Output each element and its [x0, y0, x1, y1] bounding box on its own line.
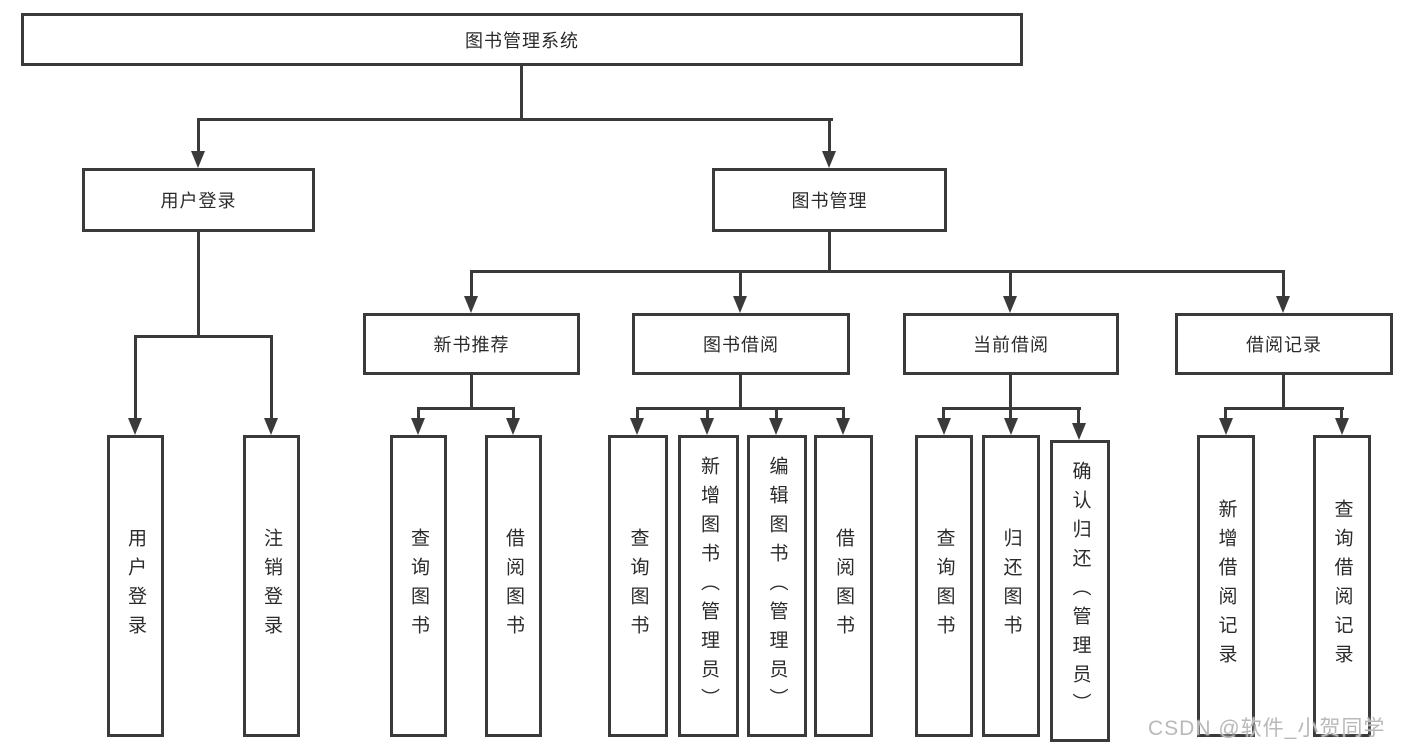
- leaf-user-login: 用户登录: [107, 435, 164, 737]
- connector-line: [270, 335, 273, 421]
- arrow-down-icon: [836, 418, 850, 435]
- arrow-down-icon: [411, 418, 425, 435]
- leaf-query-books-borrowing: 查询图书: [608, 435, 668, 737]
- leaf-label: 新增借阅记录: [1215, 499, 1237, 673]
- connector-line: [739, 270, 742, 299]
- leaf-label: 新增图书（管理员）: [698, 455, 719, 717]
- connector-line: [942, 407, 945, 421]
- leaf-label: 查询图书: [627, 528, 649, 644]
- connector-line: [636, 407, 639, 421]
- connector-line: [197, 118, 200, 158]
- arrow-down-icon: [1335, 418, 1349, 435]
- leaf-query-borrow-record: 查询借阅记录: [1313, 435, 1371, 737]
- connector-line: [706, 407, 709, 421]
- connector-line: [134, 335, 273, 338]
- node-new-book-recommend: 新书推荐: [363, 313, 580, 375]
- connector-line: [1282, 375, 1285, 407]
- leaf-add-books-admin: 新增图书（管理员）: [678, 435, 739, 737]
- connector-line: [417, 407, 515, 410]
- leaf-query-books-current: 查询图书: [915, 435, 973, 737]
- connector-line: [417, 407, 420, 421]
- connector-line: [1009, 407, 1012, 421]
- arrow-down-icon: [700, 418, 714, 435]
- leaf-label: 查询图书: [408, 528, 429, 644]
- leaf-confirm-return-admin: 确认归还（管理员）: [1050, 440, 1110, 742]
- node-user-login: 用户登录: [82, 168, 315, 232]
- connector-line: [739, 375, 742, 407]
- arrow-down-icon: [769, 418, 783, 435]
- connector-line: [134, 335, 137, 421]
- connector-line: [1077, 407, 1080, 426]
- arrow-down-icon: [1072, 423, 1086, 440]
- leaf-add-borrow-record: 新增借阅记录: [1197, 435, 1255, 737]
- connector-line: [775, 407, 778, 421]
- leaf-logout: 注销登录: [243, 435, 300, 737]
- connector-line: [512, 407, 515, 421]
- connector-line: [470, 270, 1285, 273]
- connector-line: [520, 64, 523, 118]
- leaf-label: 确认归还（管理员）: [1069, 460, 1091, 722]
- connector-line: [470, 270, 473, 299]
- leaf-label: 编辑图书（管理员）: [766, 455, 788, 717]
- connector-line: [197, 118, 833, 121]
- arrow-down-icon: [1276, 296, 1290, 313]
- connector-line: [1340, 407, 1343, 421]
- leaf-edit-books-admin: 编辑图书（管理员）: [747, 435, 807, 737]
- node-borrow-records: 借阅记录: [1175, 313, 1393, 375]
- connector-line: [1009, 270, 1012, 299]
- connector-line: [828, 118, 831, 158]
- connector-line: [1224, 407, 1227, 421]
- arrow-down-icon: [630, 418, 644, 435]
- leaf-label: 归还图书: [1000, 528, 1022, 644]
- arrow-down-icon: [191, 151, 205, 168]
- connector-line: [1009, 375, 1012, 407]
- leaf-label: 注销登录: [261, 528, 282, 644]
- leaf-label: 借阅图书: [833, 528, 854, 644]
- connector-line: [636, 407, 844, 410]
- arrow-down-icon: [733, 296, 747, 313]
- connector-line: [1224, 407, 1344, 410]
- node-current-borrowing: 当前借阅: [903, 313, 1119, 375]
- connector-line: [828, 232, 831, 270]
- arrow-down-icon: [464, 296, 478, 313]
- leaf-label: 查询借阅记录: [1331, 499, 1353, 673]
- connector-line: [197, 232, 200, 335]
- arrow-down-icon: [264, 418, 278, 435]
- leaf-borrow-books-recommend: 借阅图书: [485, 435, 542, 737]
- leaf-return-books: 归还图书: [982, 435, 1040, 737]
- node-root: 图书管理系统: [21, 13, 1023, 66]
- leaf-query-books-recommend: 查询图书: [390, 435, 447, 737]
- arrow-down-icon: [822, 151, 836, 168]
- connector-line: [1282, 270, 1285, 299]
- node-book-borrowing: 图书借阅: [632, 313, 850, 375]
- leaf-label: 借阅图书: [503, 528, 524, 644]
- connector-line: [842, 407, 845, 421]
- csdn-watermark: CSDN @软件_小贺同学: [1148, 717, 1386, 740]
- leaf-label: 用户登录: [125, 528, 146, 644]
- leaf-borrow-books: 借阅图书: [814, 435, 873, 737]
- arrow-down-icon: [1003, 296, 1017, 313]
- leaf-label: 查询图书: [933, 528, 955, 644]
- arrow-down-icon: [128, 418, 142, 435]
- arrow-down-icon: [1004, 418, 1018, 435]
- node-book-management: 图书管理: [712, 168, 947, 232]
- arrow-down-icon: [937, 418, 951, 435]
- arrow-down-icon: [506, 418, 520, 435]
- arrow-down-icon: [1219, 418, 1233, 435]
- connector-line: [470, 375, 473, 407]
